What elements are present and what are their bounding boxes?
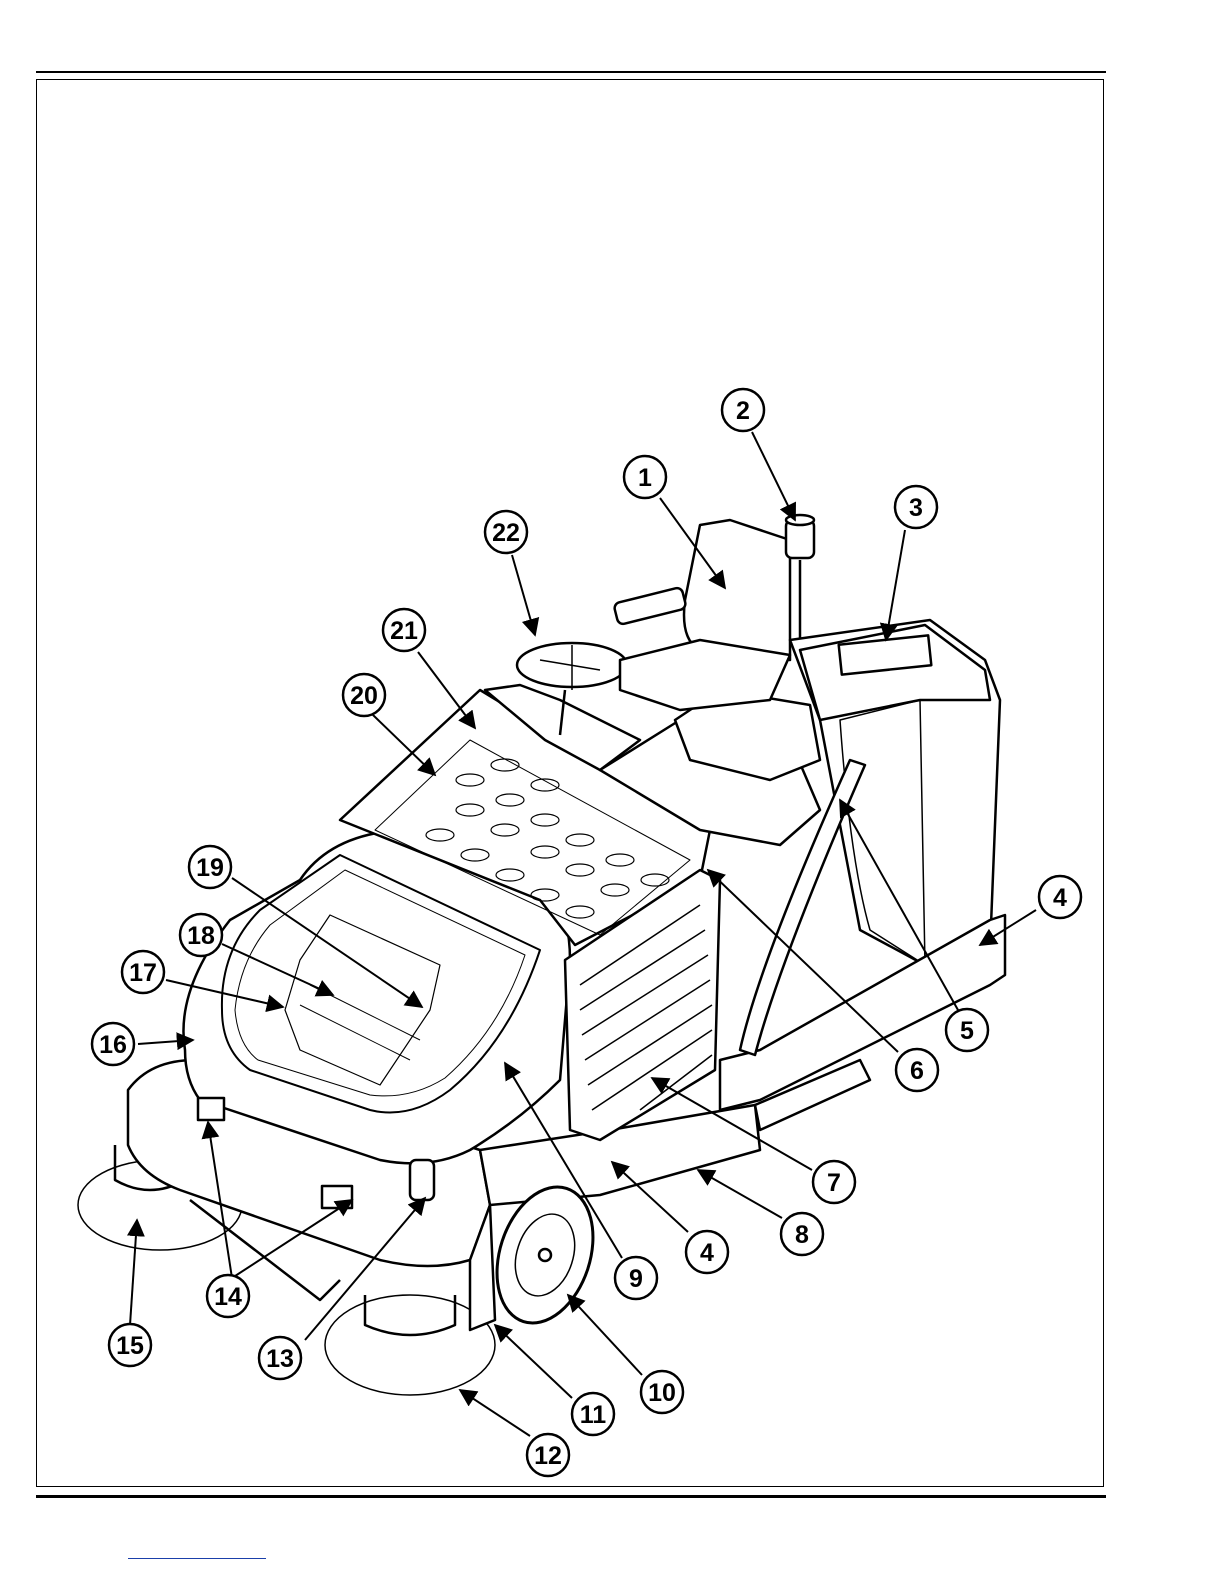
callout-10: 10 <box>641 1371 683 1413</box>
callout-12: 12 <box>527 1434 569 1476</box>
svg-text:19: 19 <box>196 854 224 882</box>
hopper-latch <box>410 1160 434 1200</box>
svg-text:1: 1 <box>638 464 652 492</box>
svg-text:6: 6 <box>910 1057 924 1085</box>
seat-armrest <box>613 587 686 625</box>
leader-8 <box>698 1170 782 1218</box>
callout-8: 8 <box>781 1213 823 1255</box>
callout-15: 15 <box>109 1324 151 1366</box>
svg-text:16: 16 <box>99 1031 127 1059</box>
svg-text:14: 14 <box>214 1283 242 1311</box>
svg-text:11: 11 <box>580 1401 607 1429</box>
callout-21: 21 <box>383 609 425 651</box>
callout-13: 13 <box>259 1337 301 1379</box>
leader-22 <box>512 555 535 635</box>
svg-text:2: 2 <box>736 397 750 425</box>
footer-link-underline[interactable] <box>128 1558 266 1559</box>
svg-text:8: 8 <box>795 1221 809 1249</box>
callout-2: 2 <box>722 389 764 431</box>
leader-12 <box>460 1390 530 1436</box>
svg-text:13: 13 <box>266 1345 294 1373</box>
callout-6: 6 <box>896 1049 938 1091</box>
callout-9: 9 <box>615 1257 657 1299</box>
callout-3: 3 <box>895 486 937 528</box>
callout-11: 11 <box>572 1393 614 1435</box>
callout-7: 7 <box>813 1161 855 1203</box>
callout-18: 18 <box>180 914 222 956</box>
hopper-handle-right <box>322 1186 352 1208</box>
brush-hub-right <box>365 1295 455 1335</box>
bottom-rule <box>36 1495 1106 1498</box>
leader-11 <box>495 1325 572 1398</box>
leader-2 <box>752 432 795 520</box>
callout-1: 1 <box>624 456 666 498</box>
leader-21 <box>418 652 475 728</box>
svg-text:17: 17 <box>129 959 157 987</box>
callout-4b: 4 <box>686 1231 728 1273</box>
callout-19: 19 <box>189 846 231 888</box>
svg-text:3: 3 <box>909 494 923 522</box>
callout-17: 17 <box>122 951 164 993</box>
callout-16: 16 <box>92 1023 134 1065</box>
svg-text:18: 18 <box>187 922 215 950</box>
hopper-handle-left <box>198 1098 224 1120</box>
svg-text:4: 4 <box>700 1239 714 1267</box>
svg-text:7: 7 <box>827 1169 841 1197</box>
machine-drawing <box>78 515 1005 1395</box>
svg-text:15: 15 <box>116 1332 144 1360</box>
callout-22: 22 <box>485 511 527 553</box>
seat-cushion <box>620 640 790 710</box>
callout-5: 5 <box>946 1009 988 1051</box>
svg-text:9: 9 <box>629 1265 643 1293</box>
svg-text:12: 12 <box>534 1442 562 1470</box>
leader-10 <box>568 1295 642 1375</box>
svg-text:5: 5 <box>960 1017 974 1045</box>
svg-text:10: 10 <box>648 1379 676 1407</box>
callout-14: 14 <box>207 1275 249 1317</box>
callout-20: 20 <box>343 674 385 716</box>
leader-15 <box>130 1220 137 1325</box>
svg-text:21: 21 <box>390 617 418 645</box>
svg-text:22: 22 <box>492 519 520 547</box>
callout-4a: 4 <box>1039 876 1081 918</box>
svg-text:4: 4 <box>1053 884 1067 912</box>
svg-text:20: 20 <box>350 682 378 710</box>
